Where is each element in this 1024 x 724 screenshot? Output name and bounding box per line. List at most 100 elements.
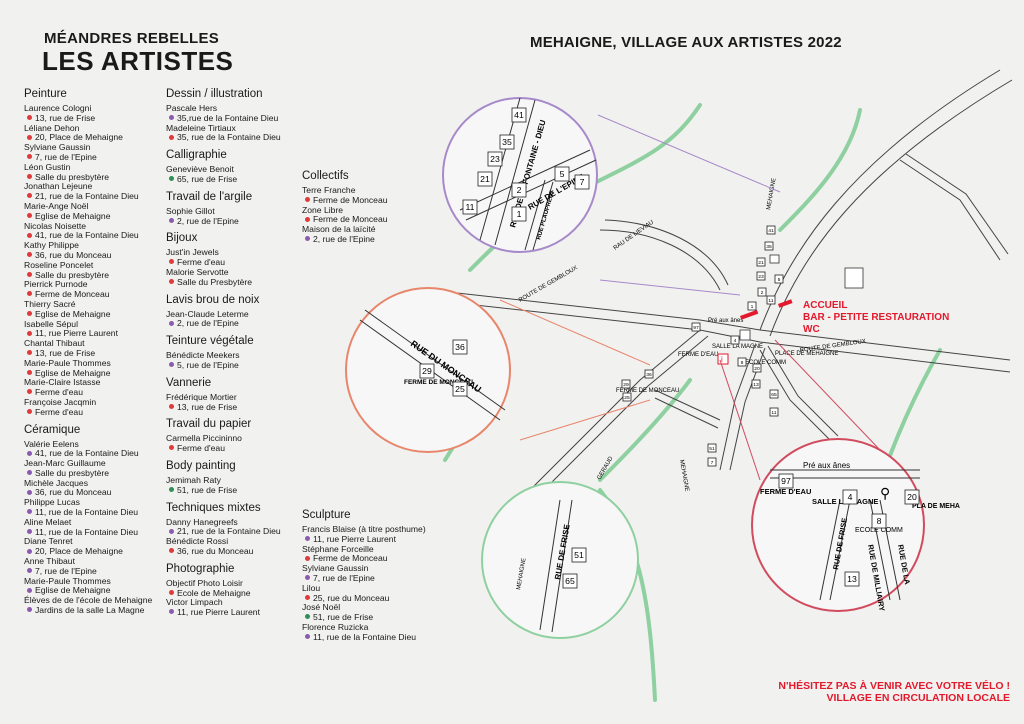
building-blocks <box>739 254 864 341</box>
artist-address: Ferme d'eau <box>166 257 301 268</box>
artist-address-text: Salle du presbytère <box>35 171 110 182</box>
location-pin-icon <box>169 589 174 595</box>
house-number: 51 <box>707 443 717 453</box>
artist-address: 11, rue de la Fontaine Dieu <box>302 632 442 643</box>
category-heading: Bijoux <box>166 232 198 245</box>
artist-name: Jemimah Raty <box>166 474 221 485</box>
road-label-mehaigne-2: MEHAIGNE <box>766 178 777 211</box>
artist-address: 13, rue de Frise <box>24 113 164 124</box>
artist-name: Carmella Piccininno <box>166 433 242 444</box>
house-number-label: 23 <box>758 274 764 280</box>
location-pin-icon <box>27 154 32 160</box>
artist-address-text: Ferme de Monceau <box>313 194 388 205</box>
artist-address: Eglise de Mehaigne <box>24 368 164 379</box>
legend-accueil: ACCUEIL <box>803 300 847 311</box>
artist-address-text: Ecole de Mehaigne <box>177 587 251 598</box>
location-pin-icon <box>27 470 32 476</box>
artist-name: Élèves de de l'école de Mehaigne <box>24 595 153 606</box>
category-heading: Collectifs <box>302 170 349 182</box>
artist-name: Diane Tenret <box>24 536 73 547</box>
location-pin-icon <box>27 291 32 297</box>
artist-name: Nicolas Noisette <box>24 220 87 231</box>
house-number: 4 <box>730 335 740 345</box>
inset-green: RUE DE FRISE MEHAIGNE <box>481 481 639 639</box>
house-number-label: 35 <box>502 137 512 147</box>
artist-address: 65, rue de Frise <box>166 174 301 185</box>
house-number-label: 41 <box>514 110 524 120</box>
header-subtitle: MÉANDRES REBELLES <box>44 30 220 47</box>
artist-address: Salle du Presbytère <box>166 277 301 288</box>
location-pin-icon <box>27 408 32 414</box>
house-number: 13 <box>844 571 860 587</box>
artist-address-text: 35,rue de la Fontaine Dieu <box>177 112 279 123</box>
location-pin-icon <box>169 279 174 284</box>
house-number: 23 <box>487 151 503 167</box>
category-heading: Lavis brou de noix <box>166 293 260 306</box>
location-pin-icon <box>27 369 32 375</box>
location-pin-icon <box>27 350 32 356</box>
house-number-label: 29 <box>623 382 629 388</box>
artist-name: Léon Gustin <box>24 161 71 172</box>
artist-name: Jean-Claude Leterme <box>166 308 249 319</box>
footer-line-1: N'HÉSITEZ PAS À VENIR AVEC VOTRE VÉLO ! <box>778 680 1010 692</box>
location-pin-icon <box>27 548 32 554</box>
artist-address-text: 7, rue de l'Epine <box>35 151 97 162</box>
location-pin-icon <box>169 134 174 140</box>
house-number-label: 7 <box>580 177 585 187</box>
legend-wc: WC <box>803 324 820 335</box>
location-pin-icon <box>27 607 32 613</box>
location-pin-icon <box>27 450 32 456</box>
house-number: 11 <box>766 295 776 305</box>
label-pre-aux-anes: Pré aux ânes <box>708 318 743 324</box>
house-number: 21 <box>477 171 493 187</box>
accueil-icon: ⚲ <box>880 485 890 501</box>
label-place-mehaigne: PLACE DE MEHAIGNE <box>775 351 838 357</box>
artist-address: Ecole de Mehaigne <box>166 587 301 599</box>
artist-entry: Francis Blaise (à titre posthume)11, rue… <box>302 524 442 545</box>
house-number-label: 1 <box>751 304 754 310</box>
category-heading: Teinture végétale <box>166 335 254 348</box>
location-pin-icon <box>305 236 310 242</box>
artist-address: 11, rue Pierre Laurent <box>302 534 442 545</box>
artist-name: Thierry Sacré <box>24 298 76 309</box>
artist-address: 13, rue de Frise <box>166 402 301 413</box>
artist-address-text: Eglise de Mehaigne <box>35 210 111 221</box>
house-number-label: 36 <box>646 372 652 378</box>
center-labels: Pré aux ânes FERME D'EAU SALLE LA MAGNE … <box>616 318 838 394</box>
house-number-label: 7 <box>711 460 714 466</box>
artist-name: Jonathan Lejeune <box>24 181 93 192</box>
artist-name: Pascale Hers <box>166 103 218 113</box>
location-pin-icon <box>169 362 174 368</box>
artist-name: Stéphane Forceille <box>302 543 374 554</box>
house-number: 41 <box>511 107 527 123</box>
map-title: MEHAIGNE, VILLAGE AUX ARTISTES 2022 <box>530 34 842 51</box>
house-number: 41 <box>766 225 776 235</box>
house-number-label: 97 <box>781 476 791 486</box>
artist-name: Roseline Poncelet <box>24 259 94 270</box>
location-pin-icon <box>305 197 310 203</box>
artist-address-text: 25, rue du Monceau <box>313 592 390 603</box>
artist-address-text: Jardins de la salle La Magne <box>35 605 145 616</box>
artist-address: 21, rue de la Fontaine Dieu <box>166 526 301 537</box>
location-pin-icon <box>27 310 32 316</box>
location-pin-icon <box>169 445 174 451</box>
artist-address-text: Ferme d'eau <box>35 387 83 398</box>
house-number-label: 2 <box>517 185 522 195</box>
artist-address: Ferme d'eau <box>166 443 301 454</box>
artist-address: 11, rue de la Fontaine Dieu <box>24 527 164 538</box>
artist-address-text: 11, rue Pierre Laurent <box>177 607 260 618</box>
